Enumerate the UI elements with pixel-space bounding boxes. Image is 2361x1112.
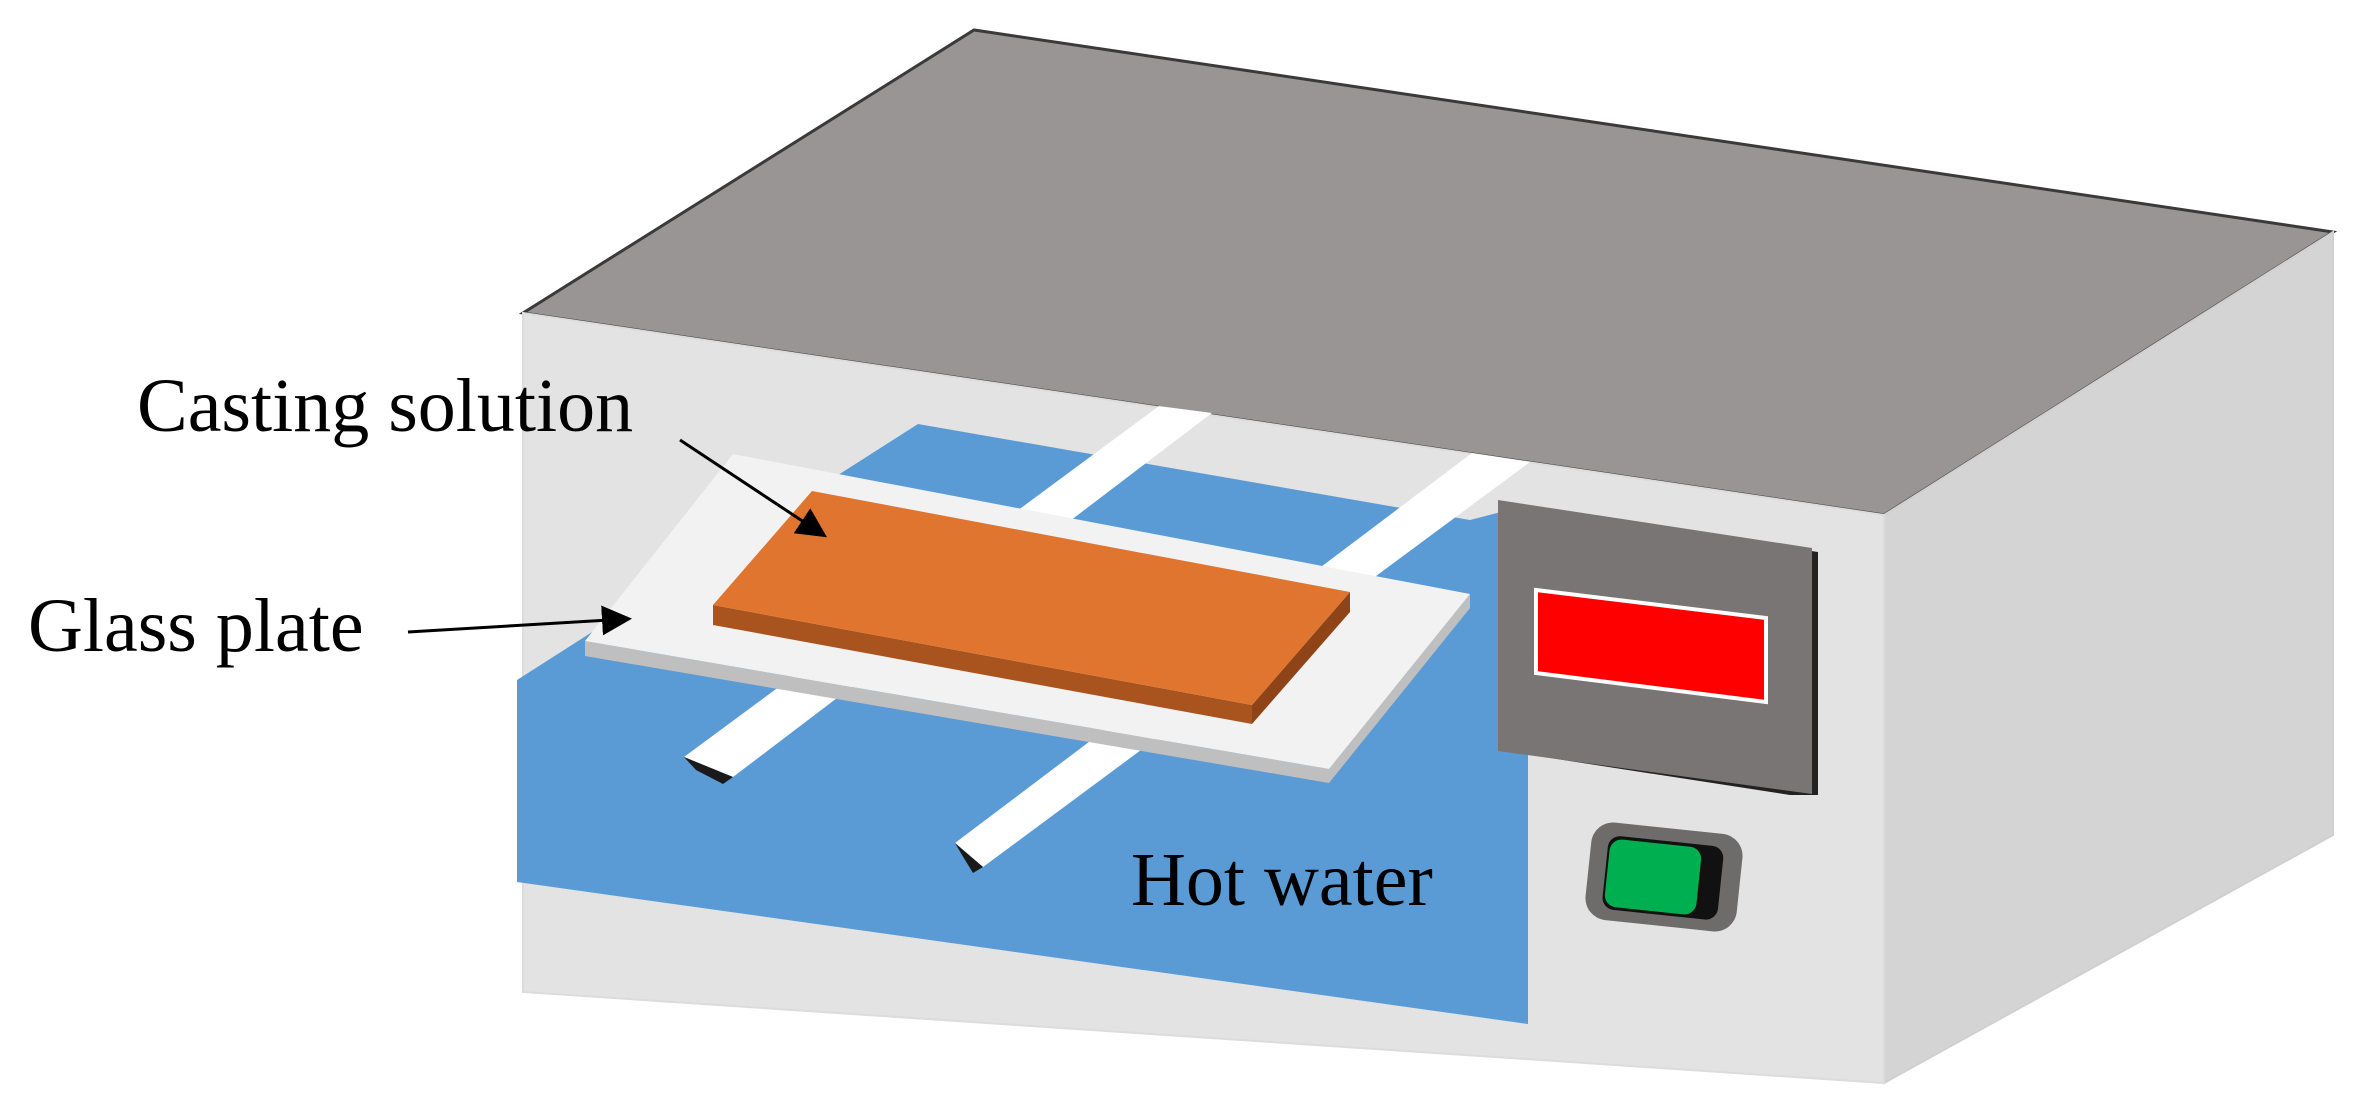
casting-solution-arrow: [679, 438, 828, 538]
casting-solution-edge-right: [1252, 592, 1350, 724]
casting-solution: [713, 491, 1350, 705]
hot-water-label: Hot water: [1131, 838, 1433, 922]
glass-plate-label: Glass plate: [28, 584, 364, 668]
display-screen: [1534, 587, 1768, 705]
glass-plate-arrow: [407, 605, 632, 636]
switch-icon[interactable]: [1604, 838, 1703, 915]
power-switch[interactable]: [1583, 820, 1744, 933]
support-rail-left-edge: [684, 757, 733, 784]
casting-solution-edge: [713, 605, 1252, 724]
casting-solution-label: Casting solution: [137, 364, 633, 448]
support-rail-right-edge: [955, 843, 983, 873]
temperature-display: [1498, 500, 1818, 795]
